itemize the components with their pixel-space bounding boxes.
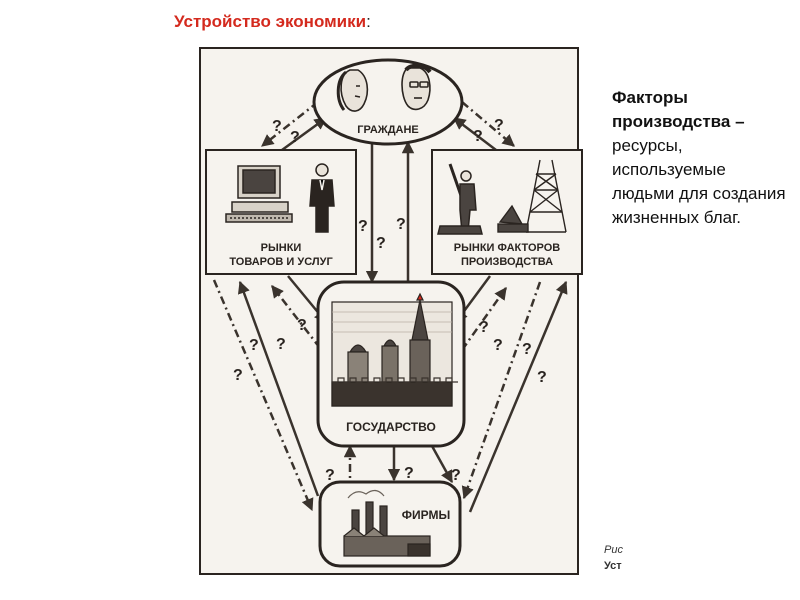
figure-caption-fragment: Рис Уст [604, 542, 623, 574]
question-mark: ? [494, 117, 504, 134]
citizens-label: ГРАЖДАНЕ [357, 124, 419, 136]
node-citizens: ГРАЖДАНЕ [312, 58, 464, 146]
arrows-citizens-goods [261, 101, 328, 152]
question-mark: ? [396, 216, 406, 233]
question-mark: ? [358, 218, 368, 235]
firms-label: ФИРМЫ [402, 508, 450, 522]
worker-icon [437, 163, 483, 235]
computer-icon [225, 165, 293, 223]
node-factors-market: РЫНКИ ФАКТОРОВ ПРОИЗВОДСТВА [431, 149, 583, 275]
kremlin-icon [331, 292, 458, 407]
oil-derrick-icon [497, 159, 567, 233]
definition-body: ресурсы, используемые людьми для создани… [612, 136, 786, 227]
arrows-citizens-factors [453, 101, 515, 151]
question-mark: ? [404, 465, 414, 482]
caption-line-1: Рис [604, 544, 623, 556]
state-label: ГОСУДАРСТВО [346, 420, 436, 434]
caption-line-2: Уст [604, 560, 622, 572]
question-mark: ? [297, 317, 307, 334]
question-mark: ? [451, 467, 461, 484]
question-mark: ? [276, 336, 286, 353]
factors-market-label-line2: ПРОИЗВОДСТВА [461, 256, 553, 268]
arrows-goods-firms [212, 279, 320, 512]
node-state: ГОСУДАРСТВО [316, 280, 466, 448]
businessman-icon [309, 163, 335, 233]
question-mark: ? [537, 369, 547, 386]
question-mark: ? [376, 235, 386, 252]
question-mark: ? [479, 319, 489, 336]
node-goods-market: РЫНКИ ТОВАРОВ И УСЛУГ [205, 149, 357, 275]
arrows-citizens-state [365, 140, 415, 284]
goods-market-label-line1: РЫНКИ [261, 242, 302, 254]
arrows-factors-firms [461, 280, 568, 513]
question-mark: ? [290, 129, 300, 146]
goods-market-label-line2: ТОВАРОВ И УСЛУГ [229, 256, 333, 268]
factors-market-label-line1: РЫНКИ ФАКТОРОВ [454, 242, 561, 254]
question-mark: ? [249, 337, 259, 354]
definition-block: Факторы производства – ресурсы, использу… [612, 86, 792, 230]
node-firms: ФИРМЫ [318, 480, 462, 568]
definition-term: Факторы производства – [612, 88, 745, 131]
question-mark: ? [493, 337, 503, 354]
slide-title: Устройство экономики: [174, 12, 371, 31]
question-mark: ? [522, 341, 532, 358]
factory-icon [343, 489, 431, 557]
faces-icon [336, 63, 432, 112]
question-marks: ? ? ? ? ? ? ? ? ? ? ? ? ? ? ? ? ? ? [233, 117, 547, 484]
question-mark: ? [233, 367, 243, 384]
question-mark: ? [272, 118, 282, 135]
question-mark: ? [473, 128, 483, 145]
question-mark: ? [325, 467, 335, 484]
